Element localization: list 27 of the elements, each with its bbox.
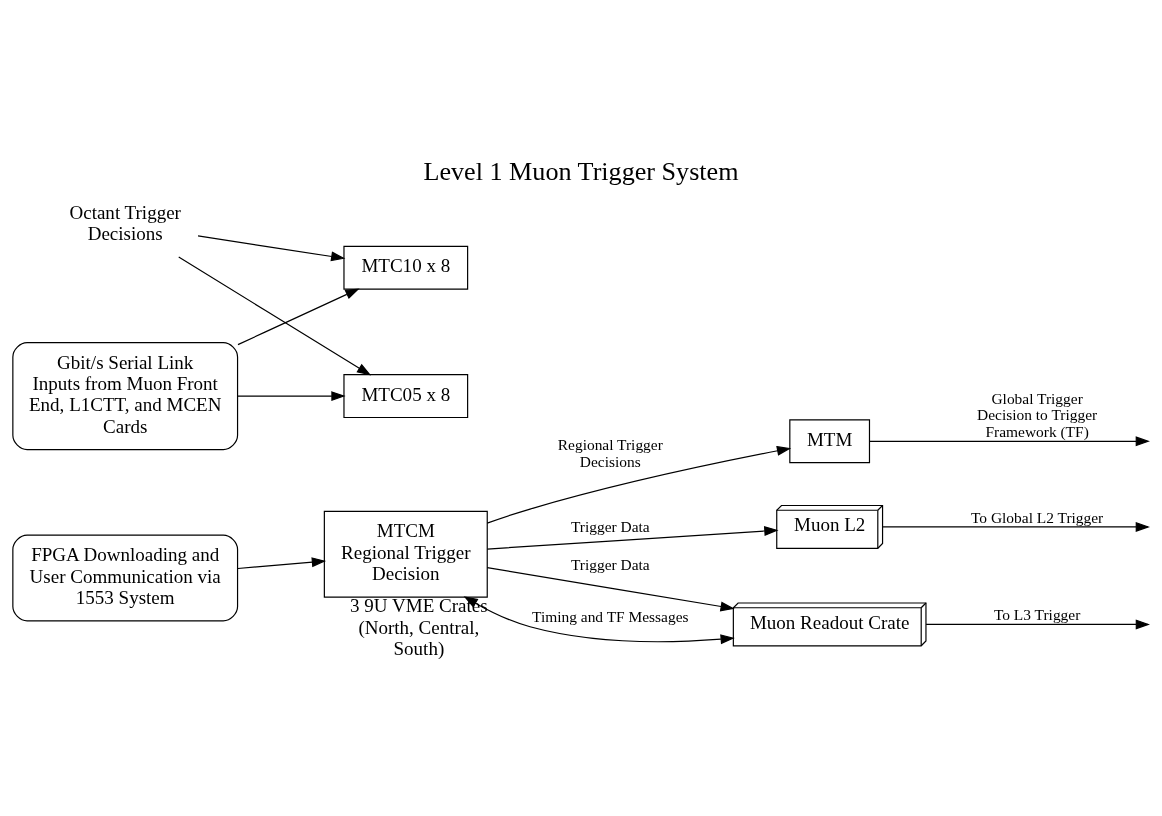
edge-label: Trigger Data (570, 556, 650, 574)
node-text: Octant Trigger Decisions (69, 201, 181, 245)
edge-label: To Global L2 Trigger (970, 508, 1104, 526)
node-box: FPGA Downloading and User Communication via 1553 System (12, 534, 239, 622)
arrow (178, 256, 372, 376)
edge-label: Regional Trigger Decisions (557, 436, 663, 470)
edge-label: Global Trigger Decision to Trigger Framework (TF) (977, 389, 1098, 441)
arrow (197, 235, 346, 262)
arrow (463, 596, 735, 645)
edge-label: Trigger Data (570, 518, 650, 536)
arrow (237, 391, 346, 402)
arrow (486, 567, 735, 612)
edge-label: Timing and TF Messages (532, 608, 689, 626)
arrow (882, 521, 1150, 532)
arrow (486, 526, 779, 550)
arrow (237, 557, 327, 570)
arrow (925, 619, 1150, 630)
diagram-title: Level 1 Muon Trigger System (423, 157, 739, 187)
arrow (237, 288, 360, 346)
arrow (486, 445, 792, 524)
node-box: MTM (789, 419, 871, 464)
node-box: MTCM Regional Trigger Decision (323, 510, 488, 598)
edge-label: To L3 Trigger (993, 606, 1081, 624)
node-box: Gbit/s Serial Link Inputs from Muon Front End, L1CTT, and MCEN Cards (12, 342, 239, 451)
arrow (869, 436, 1150, 447)
node-box: MTC10 x 8 (343, 245, 469, 290)
node-box: MTC05 x 8 (343, 374, 469, 419)
